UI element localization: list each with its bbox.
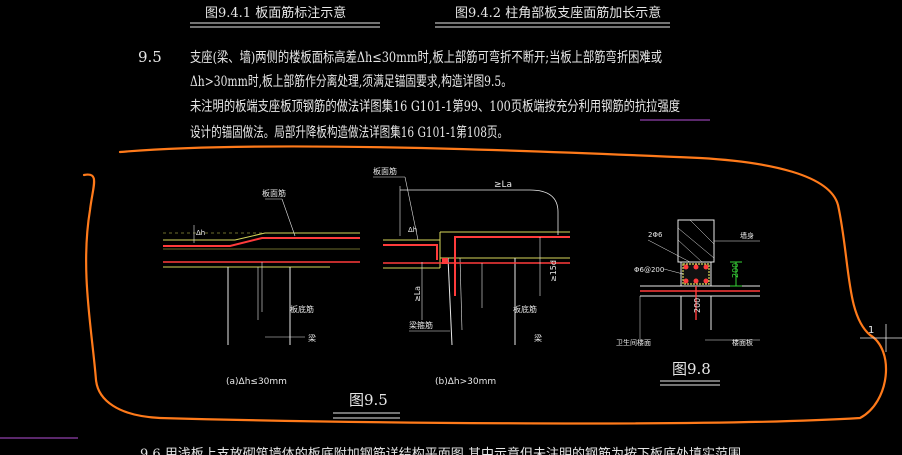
- leader-a-top-2: [281, 198, 296, 237]
- fig-9-5a: Δh 板面筋 板底筋 梁 (a)Δh≤30mm: [163, 188, 360, 387]
- section-line-4: 设计的锚固做法。局部升降板构造做法详图集16 G101-1第108页。: [190, 124, 508, 141]
- beam-b-left: [447, 257, 453, 346]
- label-b-dh: Δh: [408, 226, 417, 234]
- label-98-floor: 楼面板: [732, 338, 753, 347]
- label-b-beam-bar: 梁箍筋: [409, 320, 433, 330]
- beam-b-inner: [459, 257, 463, 331]
- rebar-b-top-right: [454, 236, 570, 296]
- label-b-top-bar: 板面筋: [373, 166, 397, 176]
- annotation-ring: [82, 145, 888, 425]
- leader-98-2phi6: [647, 239, 691, 263]
- rebar-b-top-left: [383, 244, 438, 260]
- label-a-dh: Δh: [196, 229, 205, 237]
- caption-b: (b)Δh>30mm: [435, 377, 496, 387]
- caption-a: (a)Δh≤30mm: [226, 377, 287, 387]
- caption-fig-9-4-1: 图9.4.1 板面筋标注示意: [205, 5, 346, 21]
- label-a-beam: 梁: [308, 334, 316, 343]
- label-98-wall: 墙身: [740, 231, 754, 240]
- wall-hatch-2: [677, 239, 703, 263]
- rebar-a-top: [163, 237, 360, 247]
- bottom-text: 9.6 用浅板上支放砌筑墙体的板底附加钢筋详结构平面图,其中示意但未注明的钢筋为…: [140, 446, 741, 455]
- label-98-bath: 卫生间楼面: [616, 338, 651, 347]
- label-b-beam: 梁: [534, 334, 542, 343]
- label-98-2phi6: 2Φ6: [648, 231, 663, 239]
- leader-98-phi6-200: [663, 268, 684, 275]
- curb-rebar: [683, 264, 709, 284]
- label-a-top-bar: 板面筋: [262, 188, 286, 198]
- wall-hatch-3: [689, 219, 715, 245]
- label-a-bottom-bar: 板底筋: [290, 304, 314, 314]
- label-b-bottom-bar: 板底筋: [513, 304, 537, 314]
- fig-9-8: 200 200 2Φ6 Φ6@200 墙身 卫生间楼面 楼面板: [616, 219, 760, 347]
- section-line-3: 未注明的板端支座板顶钢筋的做法详图集16 G101-1第99、100页板端按充分…: [190, 98, 680, 115]
- label-98-200-right: 200: [731, 263, 740, 278]
- section-line-1: 支座(梁、墙)两侧的楼板面标高差Δh≤30mm时,板上部筋可弯折不断开;当板上部…: [190, 49, 662, 66]
- section-line-2: Δh>30mm时,板上部筋作分离处理,须满足锚固要求,构造详图9.5。: [190, 73, 512, 90]
- label-b-15d: ≥15d: [549, 260, 558, 282]
- wall-hatch-1: [677, 227, 715, 259]
- label-98-200-bottom: 200: [693, 298, 702, 313]
- side-marker-label: 1: [868, 325, 874, 336]
- fig-9-5-title: 图9.5: [349, 391, 388, 409]
- dim-b-la-top: [400, 189, 559, 235]
- caption-fig-9-4-2: 图9.4.2 柱角部板支座面筋加长示意: [455, 5, 661, 21]
- leader-b-top-2: [404, 176, 419, 241]
- rebar-b-corner: [442, 258, 448, 264]
- label-98-phi6-200: Φ6@200: [634, 266, 664, 274]
- fig-9-8-title: 图9.8: [672, 360, 711, 378]
- section-number: 9.5: [138, 48, 162, 66]
- label-b-la-top: ≥La: [494, 180, 512, 190]
- fig-9-5b: ≥La ≥15d ≥La 板面筋 Δh 板底筋 梁 梁箍筋 (b)Δh>30mm: [373, 166, 570, 387]
- label-b-la-side: ≥La: [413, 286, 422, 302]
